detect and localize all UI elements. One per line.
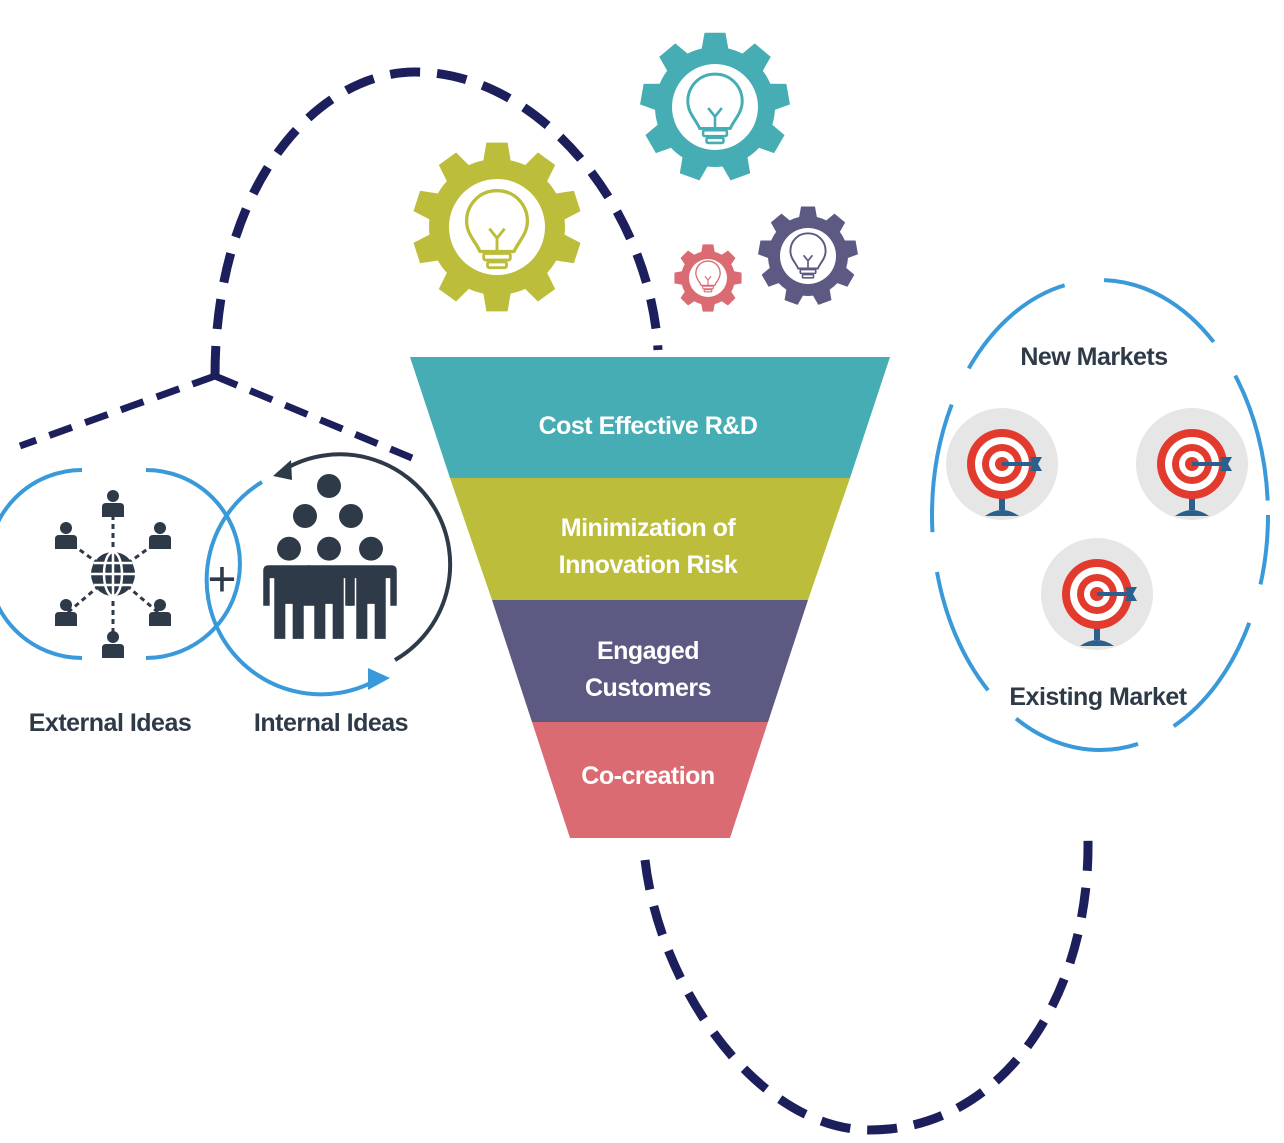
funnel-stage-3-label-line1: Engaged — [597, 637, 699, 665]
target-icon — [1039, 536, 1155, 652]
internal-ideas-group: Internal Ideas — [204, 452, 453, 737]
internal-ring-dark-arc — [284, 452, 453, 662]
person-head-icon — [293, 504, 317, 528]
target-icon — [944, 406, 1060, 522]
target-icon — [1134, 406, 1250, 522]
markets-group: New Markets Existing Market — [930, 278, 1270, 752]
person-icon — [102, 631, 124, 658]
person-head-icon — [339, 504, 363, 528]
pink-gear-icon — [674, 244, 742, 312]
funnel-stage-4 — [532, 722, 768, 838]
funnel-stage-3 — [492, 600, 808, 722]
plus-sign: + — [207, 551, 236, 607]
funnel-stage-1-label: Cost Effective R&D — [539, 412, 758, 440]
dashed-branch-right — [213, 372, 414, 462]
gear-center — [689, 259, 727, 297]
person-icon — [55, 599, 77, 626]
globe-icon — [91, 550, 135, 598]
new-markets-label: New Markets — [1020, 343, 1167, 371]
funnel-stage-1 — [410, 357, 890, 478]
funnel-stage-2-label-line2: Innovation Risk — [559, 551, 738, 579]
external-ideas-group: External Ideas — [0, 468, 242, 737]
funnel-stage-3-label-line2: Customers — [585, 674, 711, 702]
person-icon — [55, 522, 77, 549]
internal-ideas-label: Internal Ideas — [254, 709, 408, 737]
external-ring-left-arc — [0, 468, 83, 660]
funnel-stage-2 — [450, 478, 850, 600]
person-icon — [149, 522, 171, 549]
funnel: Cost Effective R&D Minimization of Innov… — [410, 357, 890, 838]
internal-ring-blue-arc — [204, 480, 382, 697]
gear-center — [780, 228, 836, 284]
markets-ring — [930, 278, 1270, 752]
olive-gear-icon — [413, 142, 581, 312]
purple-gear-icon — [758, 206, 858, 305]
arrow-head-blue-icon — [368, 668, 390, 690]
person-icon — [149, 599, 171, 626]
teal-gear-icon — [640, 32, 790, 181]
dashed-loop-path — [210, 67, 1093, 1135]
external-ideas-label: External Ideas — [29, 709, 192, 737]
external-ring-right-arc — [145, 468, 242, 660]
existing-market-label: Existing Market — [1009, 683, 1187, 711]
funnel-stage-4-label: Co-creation — [581, 762, 714, 790]
arrow-head-dark-icon — [273, 460, 292, 480]
person-icon — [102, 490, 124, 517]
funnel-stage-2-label-line1: Minimization of — [561, 514, 737, 542]
person-head-icon — [317, 474, 341, 498]
dashed-branch-left — [18, 372, 217, 450]
